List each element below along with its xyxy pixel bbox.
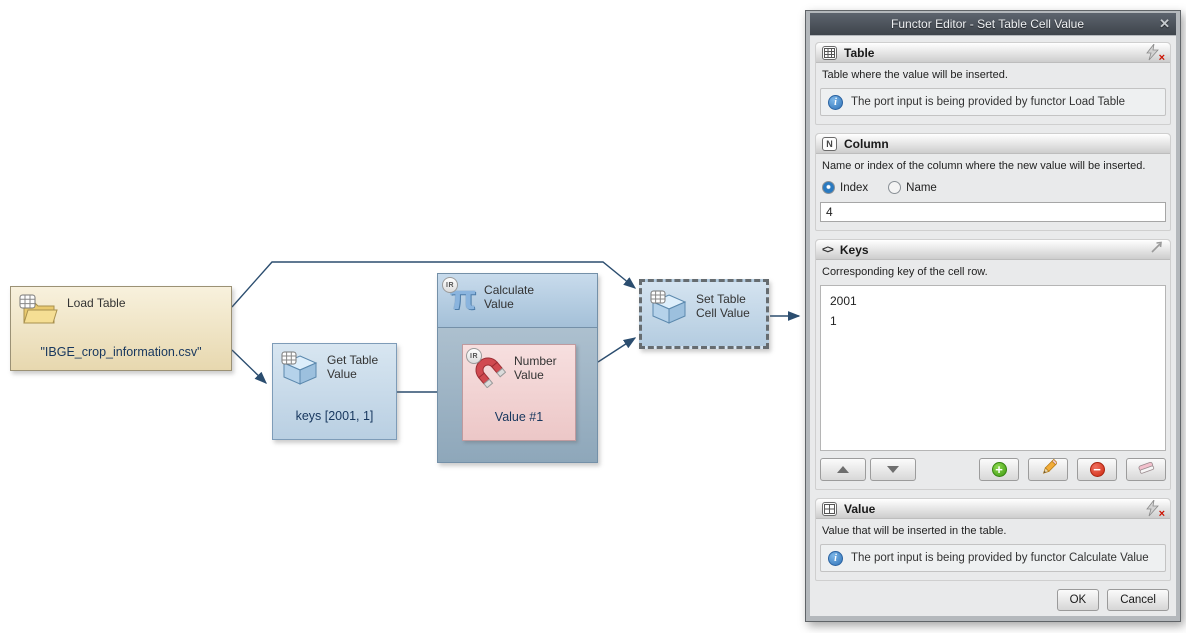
node-parameter: keys [2001, 1]	[295, 409, 374, 423]
section-column: N Column Name or index of the column whe…	[815, 133, 1171, 231]
red-x-icon: ×	[1158, 52, 1165, 64]
cube-table-icon	[650, 290, 688, 329]
node-title: Get Table Value	[327, 353, 379, 381]
keys-list[interactable]: 2001 1	[820, 285, 1166, 451]
close-icon[interactable]: ✕	[1159, 16, 1170, 31]
info-icon: i	[828, 94, 843, 110]
section-column-header: N Column	[816, 134, 1170, 154]
cube-table-icon	[281, 351, 319, 390]
node-title: Set Table Cell Value	[696, 292, 750, 320]
node-parameter: "IBGE_crop_information.csv"	[40, 345, 202, 359]
pencil-icon	[1040, 458, 1058, 481]
ir-badge-icon: IR	[466, 348, 482, 364]
cancel-button[interactable]: Cancel	[1107, 589, 1169, 611]
section-description: Corresponding key of the cell row.	[822, 266, 988, 278]
section-keys-header: <> Keys	[816, 240, 1170, 260]
plus-icon: +	[991, 462, 1007, 477]
node-title: Calculate Value	[484, 283, 535, 311]
move-down-button[interactable]	[870, 458, 916, 481]
ok-button[interactable]: OK	[1056, 589, 1100, 611]
section-value-header: Value ×	[816, 499, 1170, 520]
node-title: Number Value	[514, 354, 557, 382]
info-text: The port input is being provided by func…	[851, 552, 1149, 564]
info-icon: i	[828, 550, 843, 566]
key-item[interactable]: 2001	[830, 294, 857, 308]
section-description: Value that will be inserted in the table…	[822, 525, 1007, 537]
dialog-title: Functor Editor - Set Table Cell Value	[891, 17, 1085, 31]
eraser-icon	[1137, 460, 1155, 479]
radio-name-label: Name	[906, 181, 937, 194]
clear-keys-button[interactable]	[1126, 458, 1166, 481]
section-label: Keys	[839, 242, 869, 257]
value-grid-icon	[822, 501, 837, 516]
magnet-icon: IR	[466, 348, 507, 391]
number-icon: N	[822, 136, 837, 151]
section-label: Column	[844, 136, 889, 151]
flow-connections	[231, 261, 801, 397]
node-set-table-cell-value[interactable]: Set Table Cell Value	[639, 279, 769, 349]
port-info-message: i The port input is being provided by fu…	[820, 88, 1166, 116]
section-label: Table	[844, 45, 875, 60]
move-up-button[interactable]	[820, 458, 866, 481]
keys-icon: <>	[822, 243, 834, 256]
port-info-message: i The port input is being provided by fu…	[820, 544, 1166, 572]
wire-loadtable-to-gettable	[231, 349, 268, 384]
dialog-content: Table × Table where the value will be in…	[810, 36, 1176, 616]
radio-index[interactable]: Index	[822, 181, 868, 194]
pi-icon: π IR	[442, 277, 476, 315]
radio-index-label: Index	[840, 181, 869, 194]
add-key-button[interactable]: +	[979, 458, 1019, 481]
functor-editor-dialog: Functor Editor - Set Table Cell Value ✕ …	[805, 10, 1181, 622]
section-value: Value × Value that will be inserted in t…	[815, 498, 1171, 581]
info-text: The port input is being provided by func…	[851, 96, 1126, 108]
wire-calcvalue-to-settable	[597, 337, 637, 363]
disconnect-port-icon[interactable]: ×	[1146, 43, 1165, 64]
node-title: Load Table	[67, 296, 126, 310]
section-label: Value	[844, 501, 876, 516]
section-description: Table where the value will be inserted.	[822, 69, 1008, 81]
connect-port-icon[interactable]	[1150, 240, 1164, 259]
wire-loadtable-to-settable	[231, 261, 637, 308]
radio-unselected-icon[interactable]	[888, 181, 902, 194]
red-x-icon: ×	[1158, 508, 1165, 520]
arrow-up-icon	[837, 466, 849, 473]
section-keys: <> Keys Corresponding key of the cell ro…	[815, 239, 1171, 490]
key-item[interactable]: 1	[830, 314, 837, 328]
remove-key-button[interactable]: −	[1077, 458, 1117, 481]
node-get-table-value[interactable]: Get Table Value keys [2001, 1]	[272, 343, 397, 440]
node-parameter: Value #1	[494, 410, 544, 424]
section-table: Table × Table where the value will be in…	[815, 42, 1171, 125]
column-index-input[interactable]	[820, 202, 1166, 222]
section-description: Name or index of the column where the ne…	[822, 160, 1146, 172]
node-number-value[interactable]: IR Number Value Value #1	[462, 344, 576, 441]
section-table-header: Table ×	[816, 43, 1170, 64]
edit-key-button[interactable]	[1028, 458, 1068, 481]
node-calculate-value[interactable]: π IR Calculate Value IR Number Value	[437, 273, 598, 463]
folder-table-icon	[19, 294, 59, 331]
minus-icon: −	[1089, 462, 1105, 477]
radio-name[interactable]: Name	[888, 181, 937, 194]
table-icon	[822, 45, 837, 60]
radio-selected-icon[interactable]	[822, 181, 835, 194]
node-load-table[interactable]: Load Table "IBGE_crop_information.csv"	[10, 286, 232, 371]
dialog-titlebar[interactable]: Functor Editor - Set Table Cell Value ✕	[810, 13, 1176, 35]
ir-badge-icon: IR	[442, 277, 458, 293]
arrow-down-icon	[887, 466, 899, 473]
disconnect-port-icon[interactable]: ×	[1146, 499, 1165, 520]
